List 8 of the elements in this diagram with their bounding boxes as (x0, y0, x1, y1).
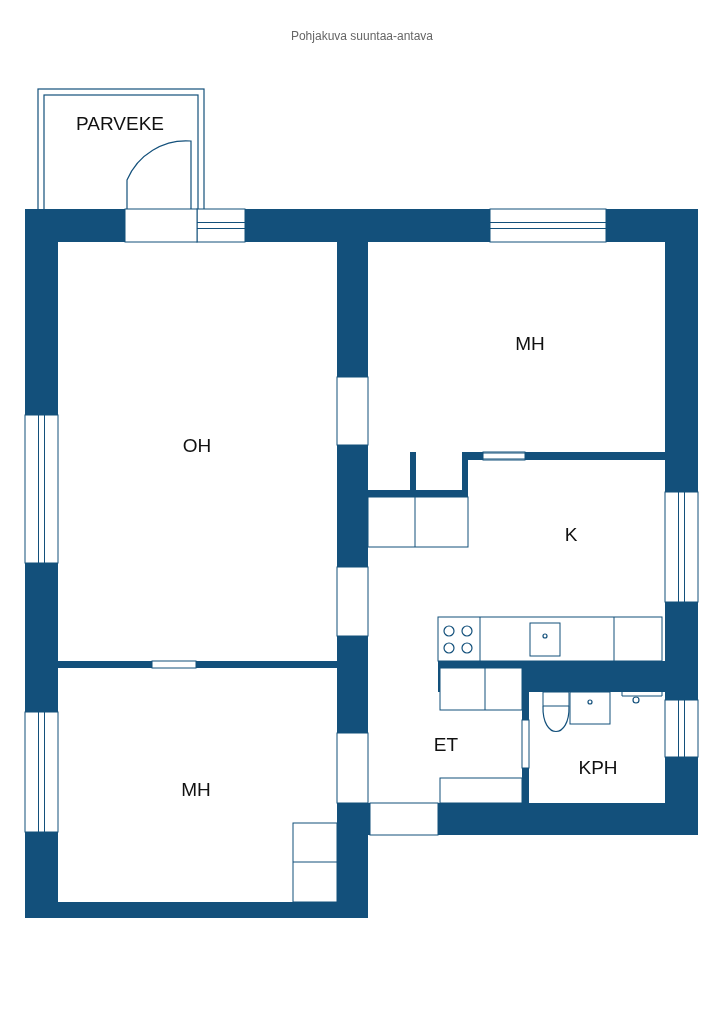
room-label: MH (181, 779, 211, 801)
room-label: PARVEKE (76, 113, 164, 135)
room-label: MH (515, 333, 545, 355)
room-label: ET (433, 734, 459, 756)
room-label: OH (182, 435, 212, 457)
floor-plan-note: Pohjakuva suuntaa-antava (289, 29, 435, 43)
room-label: K (564, 524, 578, 546)
room-label: KPH (578, 757, 618, 779)
